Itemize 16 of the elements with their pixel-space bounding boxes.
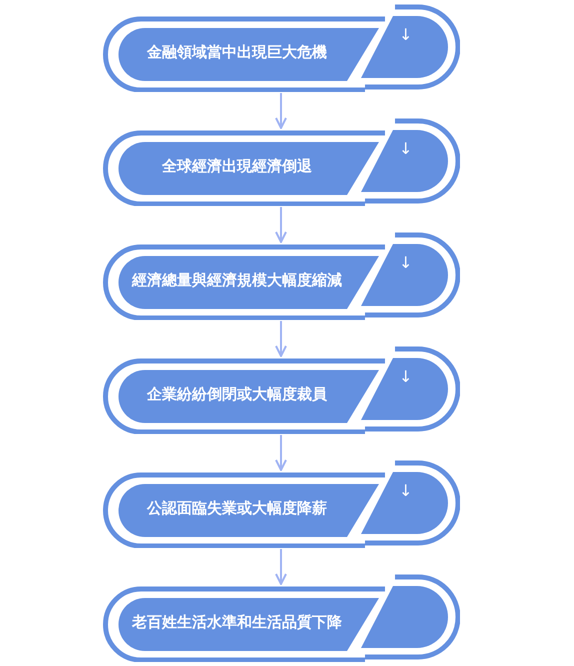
- arrow: [275, 549, 287, 585]
- arrow-glyph: ↓: [399, 26, 412, 44]
- arrow-glyph: ↓: [399, 368, 412, 386]
- arrow: [275, 435, 287, 471]
- arrow-glyph: ↓: [399, 254, 412, 272]
- step-text: 經濟總量與經濟規模大幅度縮減: [130, 270, 343, 290]
- step-text: 老百姓生活水準和生活品質下降: [130, 612, 343, 632]
- step-text: 企業紛紛倒閉或大幅度裁員: [146, 384, 328, 404]
- arrow: [275, 321, 287, 357]
- arrow: [275, 207, 287, 243]
- arrow-glyph: ↓: [399, 482, 412, 500]
- arrow: [275, 93, 287, 129]
- step-text: 金融領域當中出現巨大危機: [146, 42, 328, 62]
- step-text: 公認面臨失業或大幅度降薪: [146, 498, 328, 518]
- step-text: 全球經濟出現經濟倒退: [160, 156, 313, 176]
- arrow-glyph: ↓: [399, 140, 412, 158]
